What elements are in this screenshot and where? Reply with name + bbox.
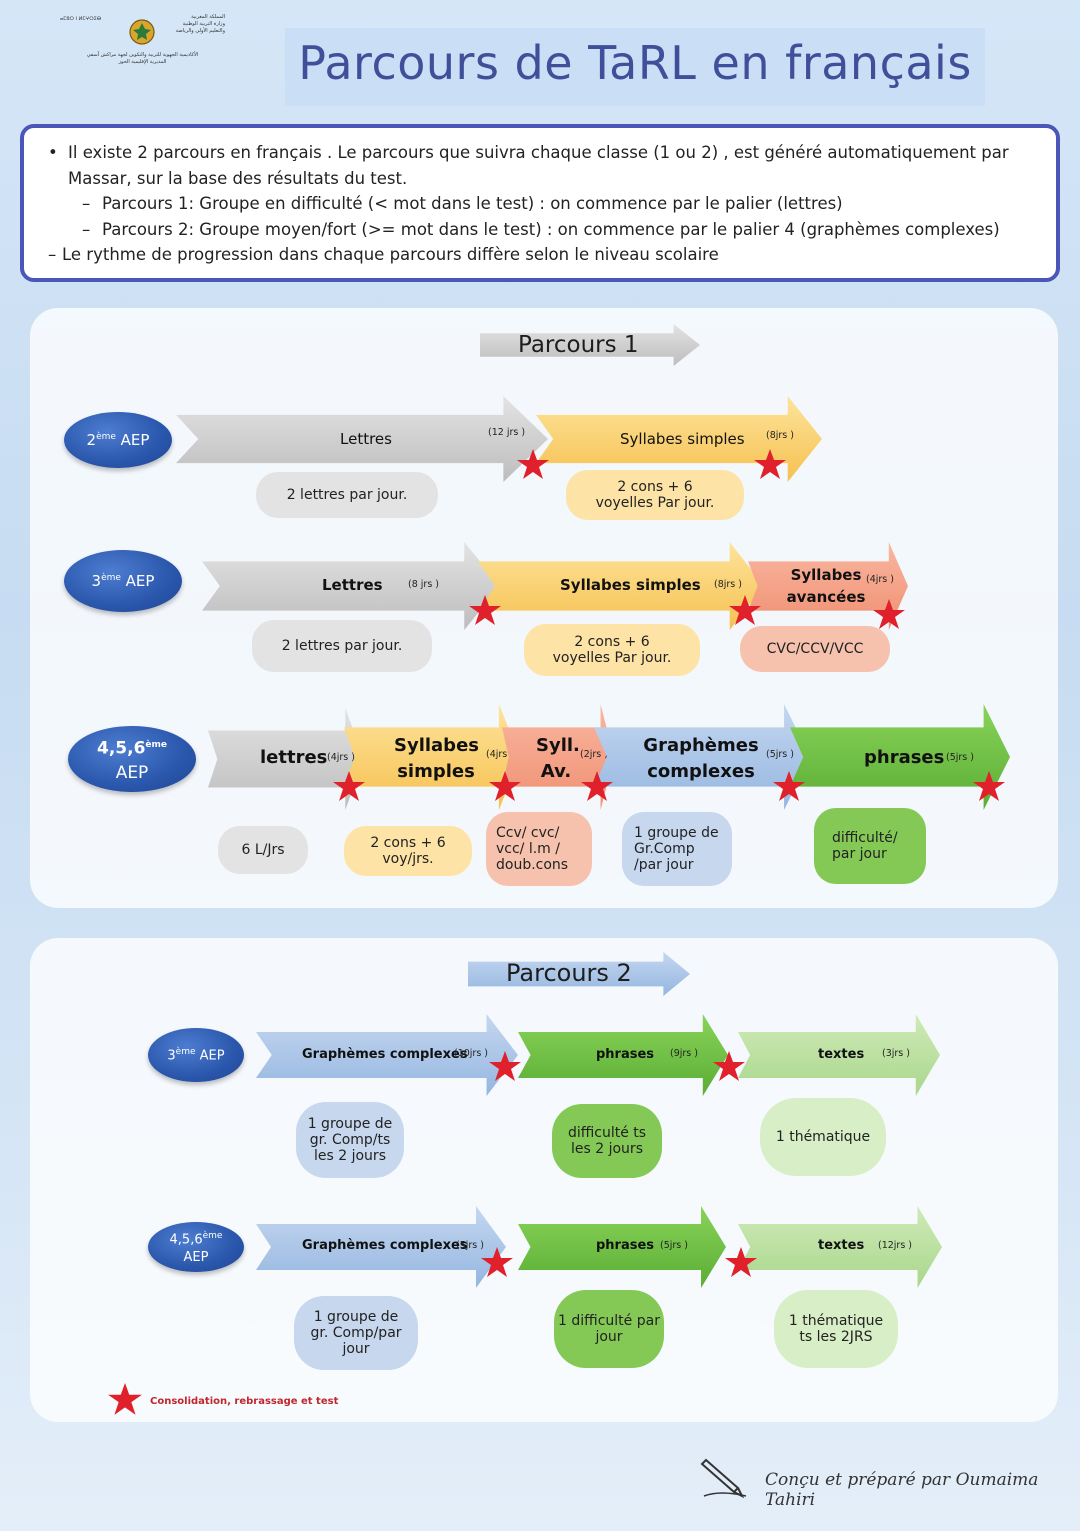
step-label: Syllabes simples [560,576,701,594]
level-badge-2eme: 2ème AEP [64,412,172,468]
step-pill: 1 thématique [760,1098,886,1176]
consolidation-star-icon [469,595,501,625]
consolidation-star-icon [754,449,786,479]
step-label: textes [818,1238,865,1253]
step-pill: difficulté/ par jour [814,808,926,884]
step-pill: 6 L/Jrs [218,826,308,874]
step-pill: 1 difficulté par jour [554,1290,664,1368]
step-days: (3jrs ) [882,1048,910,1059]
consolidation-star-icon [517,449,549,479]
legend-text: Consolidation, rebrassage et test [150,1396,339,1407]
step-days: (10jrs ) [454,1048,489,1059]
consolidation-star-icon [873,599,905,629]
parcours2-panel [30,938,1058,1422]
consolidation-star-icon [713,1051,745,1081]
step-label: Lettres [322,576,383,594]
intro-parcours2: Parcours 2: Groupe moyen/fort (>= mot da… [48,217,1044,243]
step-label: lettres [260,747,328,768]
step-days: (8 jrs ) [408,579,439,590]
level-badge-3eme: 3ème AEP [64,550,182,612]
step-pill: 2 cons + 6 voyelles Par jour. [524,624,700,676]
consolidation-star-icon [333,771,365,801]
consolidation-star-icon [729,595,761,625]
page-title: Parcours de TaRL en français [298,36,972,90]
signature: Conçu et préparé par Oumaima Tahiri [765,1470,1039,1510]
step-pill: 1 groupe de Gr.Comp /par jour [622,812,732,886]
intro-note: Le rythme de progression dans chaque par… [48,242,1044,268]
step-label: Graphèmes complexes [302,1238,468,1253]
consolidation-star-icon [581,771,613,801]
step-label: Graphèmes complexes [643,735,759,782]
step-days: (5jrs ) [946,752,974,763]
consolidation-star-icon [489,1051,521,1081]
step-pill: difficulté ts les 2 jours [552,1104,662,1178]
step-days: (5jrs ) [456,1240,484,1251]
step-pill: 1 thématique ts les 2JRS [774,1290,898,1368]
logo-text-bottom: الأكاديمية الجهوية للتربية والتكوين لجهة… [86,52,199,65]
step-pill: 1 groupe de gr. Comp/par jour [294,1296,418,1370]
step-label: Syll. Av. [536,735,580,782]
step-days: (4jrs ) [866,574,894,585]
step-days: (12 jrs ) [488,427,526,438]
step-label: Lettres [340,430,392,448]
pen-icon [700,1458,747,1499]
consolidation-star-icon [725,1247,757,1277]
step-pill: Ccv/ cvc/ vcc/ l.m / doub.cons [486,812,592,886]
step-label: Syllabes simples [620,430,745,448]
step-days: (5jrs ) [660,1240,688,1251]
intro-bullet: Il existe 2 parcours en français . Le pa… [48,140,1044,191]
intro-parcours1: Parcours 1: Groupe en difficulté (< mot … [48,191,1044,217]
step-days: (8jrs ) [714,579,742,590]
step-days: (2jrs ) [580,749,608,760]
intro-box: Il existe 2 parcours en français . Le pa… [20,124,1060,282]
step-days: (9jrs ) [670,1048,698,1059]
step-pill: 2 cons + 6 voyelles Par jour. [566,470,744,520]
step-days: (4jrs ) [486,749,514,760]
ministry-logo: ⴰⵎⵓⵔ ⵏ ⵍⵎⵖⵔⵉⴱ المملكة المغربية وزارة الت… [60,10,225,82]
step-pill: CVC/CCV/VCC [740,626,890,672]
step-label: Syllabes avancées [786,566,866,606]
step-days: (12jrs ) [878,1240,913,1251]
step-label: phrases [596,1047,655,1062]
level-badge-3eme: 3ème AEP [148,1028,244,1082]
step-label: textes [818,1047,865,1062]
step-pill: 2 cons + 6 voy/jrs. [344,826,472,876]
consolidation-star-icon [773,771,805,801]
consolidation-star-icon [973,771,1005,801]
step-days: (8jrs ) [766,430,794,441]
step-pill: 2 lettres par jour. [252,620,432,672]
step-days: (4jrs ) [327,752,355,763]
step-label: phrases [596,1238,655,1253]
consolidation-star-icon [489,771,521,801]
consolidation-star-icon [481,1247,513,1277]
step-label: phrases [864,747,945,768]
step-pill: 1 groupe de gr. Comp/ts les 2 jours [296,1102,404,1178]
step-days: (5jrs ) [766,749,794,760]
step-label: Syllabes simples [394,735,479,782]
logo-text-right: المملكة المغربية وزارة التربية الوطنية و… [175,14,225,34]
emblem-icon [129,19,155,45]
title-band [285,28,985,106]
step-pill: 2 lettres par jour. [256,472,438,518]
legend-star-icon [108,1383,142,1415]
step-label: Graphèmes complexes [302,1047,468,1062]
logo-text-left: ⴰⵎⵓⵔ ⵏ ⵍⵎⵖⵔⵉⴱ [60,16,102,22]
